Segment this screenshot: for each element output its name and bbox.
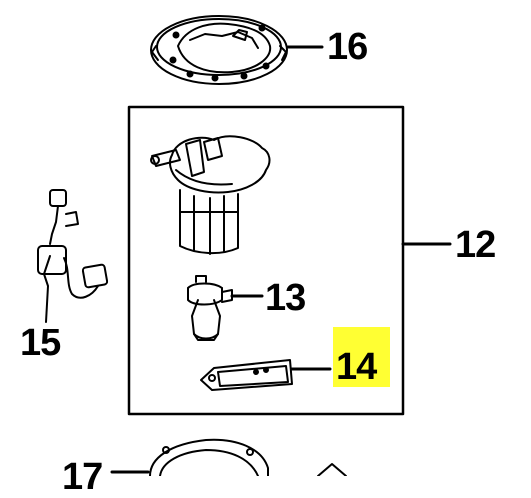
part-15-harness <box>37 189 109 323</box>
part-17-ring <box>110 438 347 476</box>
callout-15: 15 <box>20 322 61 364</box>
diagram-drawing <box>37 15 452 476</box>
callout-14: 14 <box>336 346 377 388</box>
assembly-12-frame <box>127 105 405 416</box>
part-14-highlight <box>333 327 390 387</box>
callout-13: 13 <box>265 277 306 319</box>
part-16-lock-ring <box>150 15 324 85</box>
callout-16: 16 <box>327 26 368 68</box>
callout-12: 12 <box>455 224 496 266</box>
part-14-sender <box>200 359 332 391</box>
parts-diagram: 16 12 13 14 15 17 <box>20 15 496 496</box>
part-12-pump-module <box>150 135 271 255</box>
callout-17: 17 <box>62 456 103 498</box>
part-13-regulator <box>187 275 264 341</box>
